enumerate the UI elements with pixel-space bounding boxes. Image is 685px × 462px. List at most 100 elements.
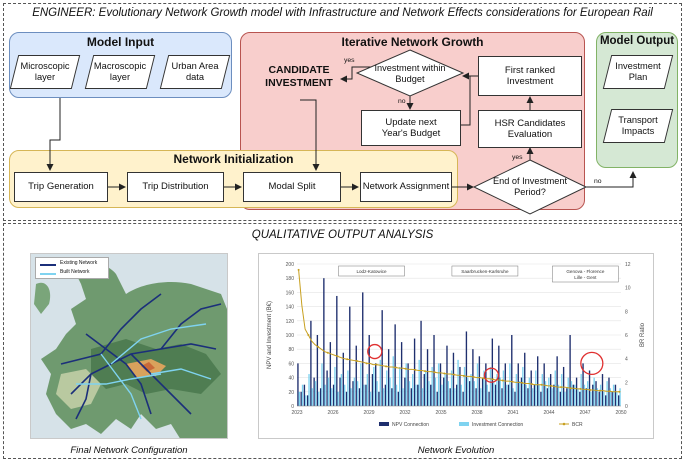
npv-bar (511, 335, 513, 406)
npv-bar (368, 335, 370, 406)
npv-bar (501, 388, 503, 406)
investment-bar (528, 377, 531, 406)
investment-bar (512, 388, 514, 406)
npv-bar (546, 388, 549, 406)
investment-bar (554, 370, 556, 406)
investment-bar (408, 381, 411, 406)
bcr-point (443, 372, 446, 375)
y2-tick-label: 4 (625, 357, 628, 363)
npv-bar (462, 391, 464, 406)
npv-bar (605, 395, 607, 406)
investment-bar (457, 359, 459, 406)
investment-bar (505, 384, 508, 406)
investment-bar (334, 366, 336, 406)
arrow-update-to-budget (461, 75, 471, 126)
npv-bar (394, 324, 396, 406)
map-caption: Final Network Configuration (70, 445, 188, 456)
bcr-line (298, 269, 620, 393)
input-microscopic-label: Microscopic layer (20, 60, 70, 82)
investment-bar (509, 363, 511, 406)
y-tick-label: 160 (286, 290, 295, 296)
npv-bar (332, 384, 335, 406)
decision-budget-label: Investment within Budget (374, 62, 446, 84)
investment-bar (308, 374, 310, 406)
legend-swatch (379, 422, 389, 426)
bcr-point (560, 386, 563, 389)
investment-bar (467, 377, 469, 406)
input-macroscopic-label: Macroscopic layer (93, 60, 147, 82)
bcr-point (317, 345, 320, 348)
investment-bar (305, 395, 307, 406)
npv-bar (371, 374, 374, 406)
investment-bar (525, 384, 527, 406)
npv-bar (329, 342, 332, 406)
npv-bar (378, 391, 380, 406)
npv-bar (562, 366, 565, 406)
annotation-box (338, 265, 405, 277)
bcr-point (482, 377, 485, 380)
investment-bar (318, 391, 320, 406)
npv-bar (559, 391, 562, 406)
npv-bar (358, 388, 361, 406)
investment-bar (402, 388, 404, 406)
bcr-point (492, 378, 495, 381)
npv-bar (430, 384, 432, 406)
analysis-frame (3, 223, 682, 459)
annotation-box (552, 265, 619, 283)
npv-bar (362, 292, 364, 406)
investment-bar (376, 381, 378, 406)
npv-bar (553, 384, 555, 406)
investment-bar (447, 381, 450, 406)
investment-bar (392, 356, 394, 406)
npv-bar (345, 391, 348, 406)
bcr-point (346, 358, 349, 361)
npv-bar (478, 356, 481, 406)
npv-bar (485, 363, 487, 406)
y-axis-label: NPV and Investment (B€) (267, 301, 273, 369)
legend-existing-label: Existing Network (60, 260, 98, 266)
npv-bar (611, 391, 613, 406)
decision-end-diamond (472, 159, 588, 215)
model-output-title: Model Output (599, 35, 675, 47)
investment-bar (431, 366, 433, 406)
investment-bar (483, 370, 485, 406)
y-tick-label: 80 (288, 347, 294, 353)
legend-built-label: Built Network (60, 269, 90, 275)
npv-bar (352, 381, 354, 406)
bcr-point (404, 367, 407, 370)
x-tick-label: 2023 (291, 410, 302, 416)
investment-bar (360, 363, 362, 406)
x-tick-label: 2038 (471, 410, 482, 416)
investment-bar (386, 370, 388, 406)
update-budget-box: Update next Year's Budget (361, 110, 461, 146)
growth-title: Iterative Network Growth (341, 35, 484, 49)
network-lines (60, 293, 222, 420)
analysis-title: QUALITATIVE OUTPUT ANALYSIS (251, 229, 434, 241)
investment-bar (363, 384, 365, 406)
input-urban-area-label: Urban Area data (171, 60, 219, 82)
npv-bar (326, 370, 328, 406)
bcr-point (550, 384, 553, 387)
legend-swatch (459, 422, 469, 426)
y2-tick-label: 8 (625, 309, 628, 315)
init-title: Network Initialization (173, 152, 294, 166)
bcr-point (394, 366, 397, 369)
y2-tick-label: 0 (625, 404, 628, 410)
investment-bar (356, 381, 359, 406)
investment-bar (612, 384, 615, 406)
investment-bar (616, 391, 618, 406)
npv-bar (300, 391, 302, 406)
investment-bar (567, 377, 569, 406)
framework-title: ENGINEER: Evolutionary Network Growth mo… (32, 7, 653, 19)
output-transport-impacts-label: Transport Impacts (618, 114, 658, 136)
npv-bar (443, 377, 445, 406)
y2-tick-label: 6 (625, 333, 628, 339)
investment-bar (561, 374, 563, 406)
npv-bar (592, 384, 594, 406)
npv-bar (316, 335, 319, 406)
npv-bar (488, 391, 490, 406)
decision-end-label: End of Investment Period? (492, 175, 568, 197)
npv-bar (355, 345, 357, 406)
